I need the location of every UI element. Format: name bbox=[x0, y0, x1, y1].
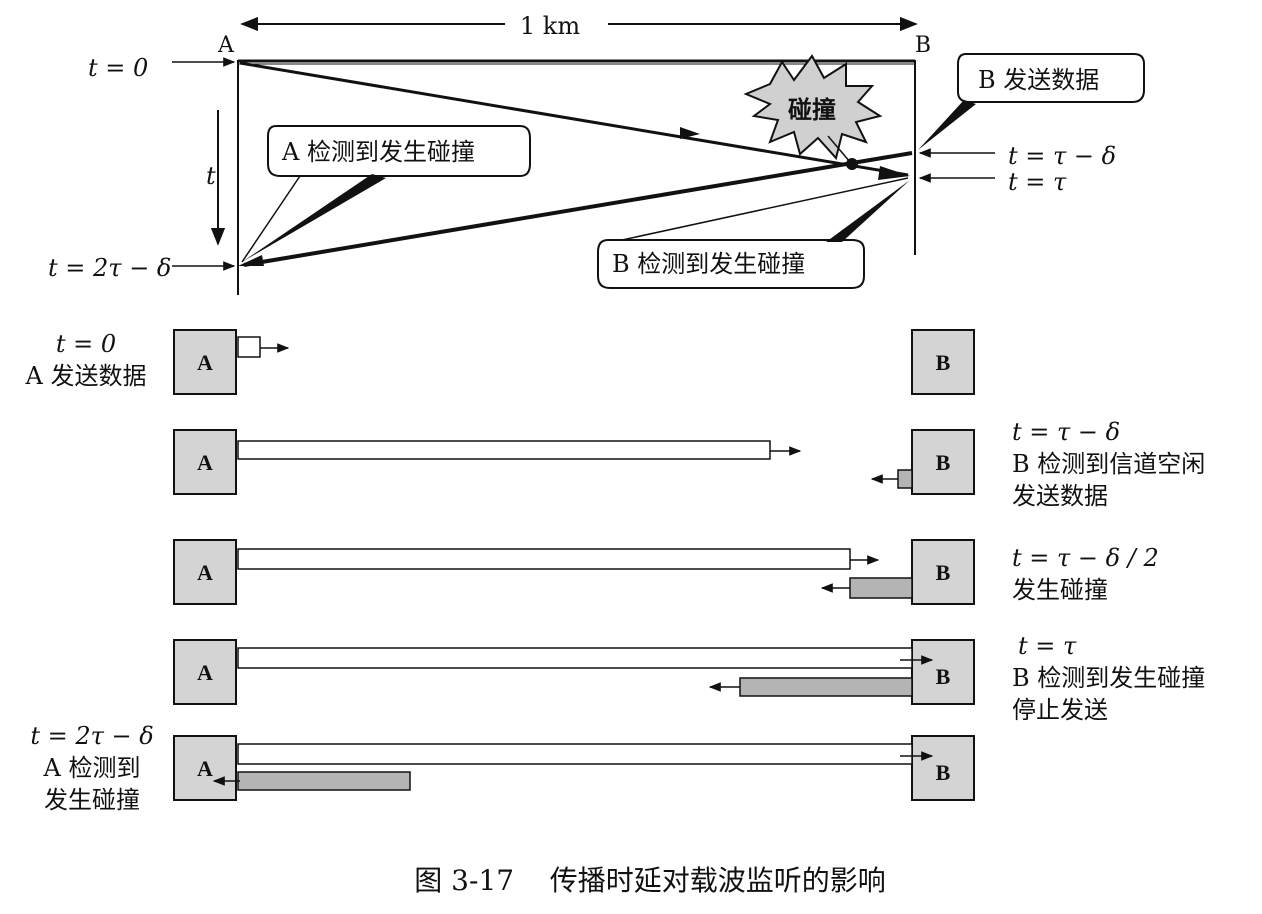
signal-a-direction-arrow bbox=[680, 127, 700, 139]
station-b-box bbox=[911, 639, 975, 705]
a-signal-bar bbox=[237, 336, 261, 358]
timeline-section: 1 km A B t = 0 t = 2τ − δ t = τ − δ t = … bbox=[48, 12, 1145, 295]
b-signal-bar bbox=[739, 677, 913, 697]
b-detects-bubble bbox=[597, 239, 865, 289]
station-a-label: A bbox=[197, 450, 213, 475]
station-a-label: A bbox=[197, 756, 213, 781]
stage-1: A B t = 0 A 发送数据 bbox=[25, 329, 975, 395]
distance-label: 1 km bbox=[520, 12, 580, 40]
time-label-t0: t = 0 bbox=[88, 54, 148, 82]
b-signal-bar bbox=[897, 469, 913, 489]
time-label-tau-minus-delta: t = τ − δ bbox=[1008, 142, 1116, 170]
b-sends-bubble-tail bbox=[918, 100, 976, 150]
stage-1-desc-line-1: A 发送数据 bbox=[25, 362, 147, 390]
time-label-tau: t = τ bbox=[1008, 168, 1067, 196]
a-detects-label: A 检测到发生碰撞 bbox=[281, 138, 475, 166]
a-signal-bar bbox=[237, 548, 851, 570]
station-a-box bbox=[173, 429, 237, 495]
stage-5-time: t = 2τ − δ bbox=[30, 722, 153, 750]
station-b-box bbox=[911, 539, 975, 605]
stage-2-desc-line-1: B 检测到信道空闲 bbox=[1012, 450, 1205, 478]
stage-3: A B t = τ − δ / 2 发生碰撞 bbox=[173, 539, 1159, 605]
stage-4-desc-line-1: B 检测到发生碰撞 bbox=[1012, 664, 1205, 692]
station-a-box bbox=[173, 329, 237, 395]
collision-burst bbox=[743, 54, 883, 161]
stage-4: A B t = τ B 检测到发生碰撞 停止发送 bbox=[173, 632, 1205, 724]
t-axis-label: t bbox=[206, 162, 216, 190]
station-b-label: B bbox=[936, 560, 951, 585]
b-detects-leader-thick bbox=[826, 180, 910, 242]
station-b-label: B bbox=[936, 760, 951, 785]
signal-b-to-a bbox=[243, 151, 913, 267]
stage-3-time: t = τ − δ / 2 bbox=[1012, 544, 1159, 572]
figure-caption: 图 3-17 传播时延对载波监听的影响 bbox=[414, 864, 885, 897]
b-signal-bar bbox=[849, 577, 913, 599]
a-detects-bubble bbox=[267, 125, 531, 177]
a-signal-bar bbox=[237, 647, 913, 669]
stage-5: A B t = 2τ − δ A 检测到 发生碰撞 bbox=[30, 722, 975, 814]
station-b-label: B bbox=[936, 664, 951, 689]
signal-b-arrowhead bbox=[238, 255, 264, 266]
station-a-label: A bbox=[197, 660, 213, 685]
station-b-label: B bbox=[936, 450, 951, 475]
station-a-box bbox=[173, 539, 237, 605]
station-a-box bbox=[173, 735, 237, 801]
stage-4-time: t = τ bbox=[1018, 632, 1077, 660]
station-b-label: B bbox=[936, 350, 951, 375]
signal-a-to-b bbox=[239, 61, 909, 177]
stage-2: A B t = τ − δ B 检测到信道空闲 发送数据 bbox=[173, 418, 1205, 510]
a-detects-leader-thick bbox=[242, 174, 386, 262]
stage-5-desc-line-2: 发生碰撞 bbox=[44, 786, 140, 814]
station-b-box bbox=[911, 429, 975, 495]
station-a-label: A bbox=[197, 350, 213, 375]
stage-2-desc-line-2: 发送数据 bbox=[1012, 482, 1108, 510]
stage-1-time: t = 0 bbox=[56, 330, 116, 358]
a-signal-bar bbox=[237, 440, 771, 460]
station-a-letter: A bbox=[217, 33, 235, 58]
stage-4-desc-line-2: 停止发送 bbox=[1012, 696, 1108, 724]
collision-label: 碰撞 bbox=[788, 95, 836, 124]
signal-a-arrowhead bbox=[878, 166, 910, 180]
stage-5-desc-line-1: A 检测到 bbox=[43, 754, 141, 782]
station-b-box bbox=[911, 329, 975, 395]
a-detects-leader-thin bbox=[241, 175, 301, 263]
collision-leader bbox=[827, 135, 851, 163]
b-sends-label: B 发送数据 bbox=[978, 66, 1099, 94]
station-a-box bbox=[173, 639, 237, 705]
station-b-box bbox=[911, 735, 975, 801]
station-a-label: A bbox=[197, 560, 213, 585]
time-label-2tau: t = 2τ − δ bbox=[48, 254, 171, 282]
a-signal-bar bbox=[237, 743, 913, 765]
b-detects-leader-thin bbox=[621, 177, 909, 241]
stage-3-desc-line-1: 发生碰撞 bbox=[1012, 576, 1108, 604]
b-signal-bar bbox=[237, 771, 411, 791]
b-sends-bubble bbox=[957, 53, 1145, 103]
stage-2-time: t = τ − δ bbox=[1012, 418, 1120, 446]
b-detects-label: B 检测到发生碰撞 bbox=[612, 250, 805, 278]
station-b-letter: B bbox=[915, 33, 931, 58]
